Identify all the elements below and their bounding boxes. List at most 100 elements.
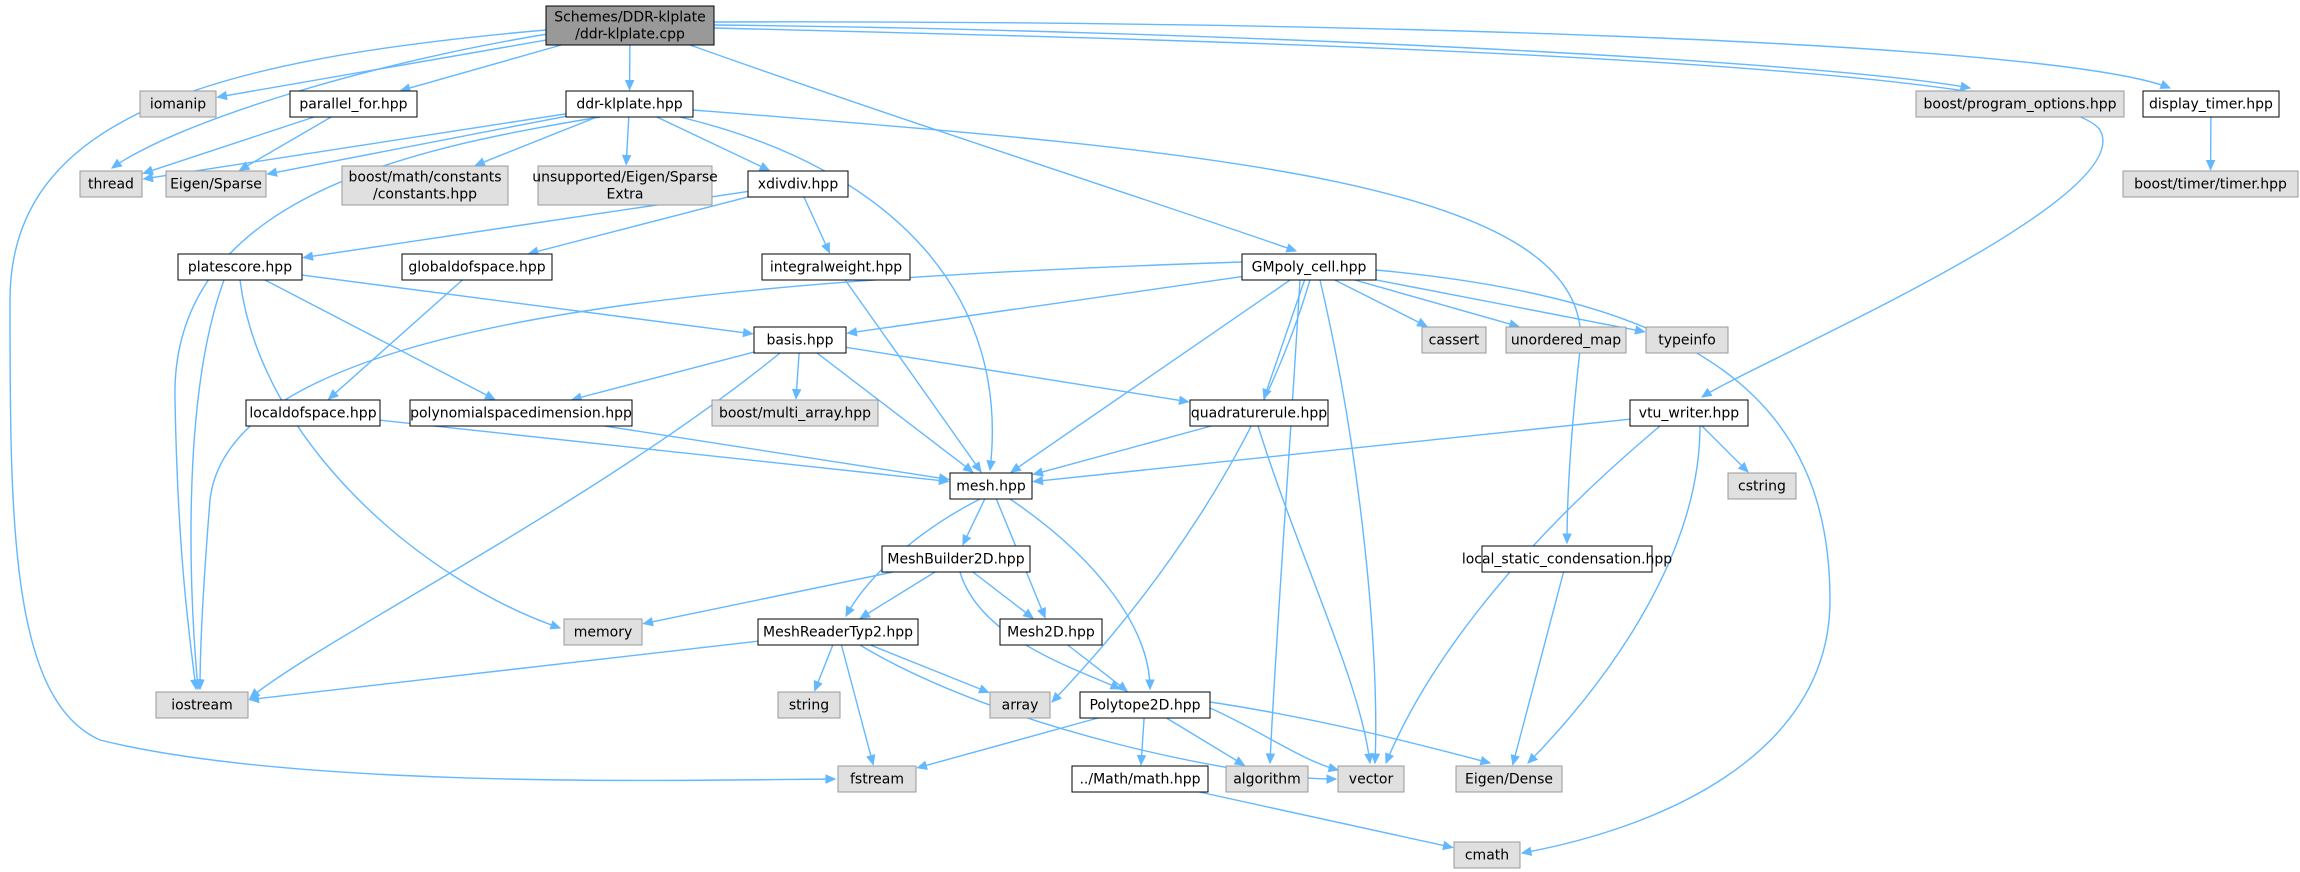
arrowhead-math-to-cmath [1442,840,1454,851]
arrowhead-vtu_writer-to-vector [1385,752,1395,765]
node-label-typeinfo: typeinfo [1658,333,1716,349]
node-box-unordered_map [1505,326,1627,354]
edge-math-to-cmath [1199,791,1453,849]
arrowhead-root-to-thread [110,158,123,169]
node-vtu_writer[interactable]: vtu_writer.hpp [1629,399,1749,427]
edge-root-to-display_timer [713,21,2171,89]
arrowhead-gmpoly-to-mesh [1010,462,1022,473]
node-box-iostream [155,691,249,719]
arrowhead-root-to-iomanip [216,90,228,101]
arrowhead-root-to-display_timer [2159,80,2172,89]
node-box-root [545,5,715,46]
node-label-memory: memory [574,625,633,641]
node-parallel_for[interactable]: parallel_for.hpp [289,90,418,118]
node-label-vector: vector [1349,772,1394,788]
arrowhead-mesh-to-polytope [1145,679,1155,691]
node-math[interactable]: ../Math/math.hpp [1071,765,1209,793]
node-label-gmpoly: GMpoly_cell.hpp [1252,260,1367,276]
arrowhead-quadrule-to-mesh [1032,467,1044,477]
arrowhead-polytope-to-algorithm [1233,756,1246,766]
node-box-platescore [177,253,303,281]
edge-ddr_klplate-to-eigen_sparse [267,115,567,175]
arrowhead-ddr_klplate-to-unsupported [621,154,632,166]
node-polytope[interactable]: Polytope2D.hpp [1079,691,1211,719]
node-mesh[interactable]: mesh.hpp [949,472,1033,500]
node-box-string [777,691,841,719]
node-layer: Schemes/DDR-klplate/ddr-klplate.cppioman… [79,5,2299,869]
node-local_static[interactable]: local_static_condensation.hpp [1462,545,1672,573]
node-root[interactable]: Schemes/DDR-klplate/ddr-klplate.cpp [545,5,715,46]
node-globaldofspace[interactable]: globaldofspace.hpp [401,253,553,281]
node-boost_multi: boost/multi_array.hpp [711,399,879,427]
arrowhead-globaldofspace-to-localdofspace [327,389,339,400]
node-quadrule[interactable]: quadraturerule.hpp [1189,399,1329,427]
node-box-quadrule [1189,399,1329,427]
node-label-math: ../Math/math.hpp [1079,772,1200,788]
arrowhead-platescore-to-polyspacedim [484,390,496,400]
node-label-cassert: cassert [1429,333,1480,349]
node-ddr_klplate[interactable]: ddr-klplate.hpp [565,90,694,118]
arrowhead-ddr_klplate-to-local_static [1562,533,1572,545]
arrowhead-ddr_klplate-to-mesh [986,460,996,472]
arrowhead-gmpoly-to-typeinfo [1634,325,1646,335]
node-xdivdiv[interactable]: xdivdiv.hpp [747,170,849,198]
edge-basis-to-mesh [816,352,974,473]
edge-meshreader-to-fstream [840,644,874,765]
node-box-boost_math [341,165,509,206]
arrowhead-xdivdiv-to-integralweight [821,242,830,254]
node-fstream: fstream [837,765,917,793]
node-integralweight[interactable]: integralweight.hpp [761,253,911,281]
arrowhead-ddr_klplate-to-xdivdiv [758,161,771,171]
arrowhead-quadrule-to-vector [1364,752,1374,765]
node-box-unsupported [537,165,713,206]
edge-root-to-vtu_writer [713,27,2104,398]
node-basis[interactable]: basis.hpp [753,326,847,354]
node-label-localdofspace: localdofspace.hpp [249,406,376,422]
node-box-parallel_for [289,90,418,118]
node-box-mesh [949,472,1033,500]
node-platescore[interactable]: platescore.hpp [177,253,303,281]
node-display_timer[interactable]: display_timer.hpp [2142,90,2280,118]
node-box-polyspacedim [409,399,633,427]
edge-vtu_writer-to-cstring [1701,425,1749,473]
arrowhead-polytope-to-vector [1327,762,1340,773]
arrowhead-vtu_writer-to-eigen_dense [1527,752,1539,764]
node-label-local_static: local_static_condensation.hpp [1462,552,1672,568]
edge-gmpoly-to-array [1051,279,1311,703]
arrowhead-meshreader-to-string [813,680,823,692]
node-label-fstream: fstream [850,772,904,788]
node-label-integralweight: integralweight.hpp [770,260,902,276]
node-label-cmath: cmath [1465,848,1509,864]
arrowhead-polytope-to-math [1136,754,1147,766]
node-box-basis [753,326,847,354]
edge-root-to-gmpoly [689,44,1297,252]
node-box-iomanip [139,90,217,118]
node-label-thread: thread [88,177,134,193]
node-localdofspace[interactable]: localdofspace.hpp [245,399,381,427]
edge-parallel_for-to-thread [143,116,315,174]
edge-layer [9,21,2216,857]
edge-polytope-to-fstream [917,717,1099,769]
node-label-polytope: Polytope2D.hpp [1089,698,1200,714]
node-mesh2d[interactable]: Mesh2D.hpp [999,618,1103,646]
node-box-cmath [1453,841,1521,869]
arrowhead-integralweight-to-mesh [971,461,982,473]
edge-gmpoly-to-vector [1319,279,1377,764]
node-meshbuilder[interactable]: MeshBuilder2D.hpp [881,545,1031,573]
arrowhead-root-to-vtu_writer [1700,387,1713,398]
node-label-root-line-1: Schemes/DDR-klplate [554,10,706,26]
arrowhead-platescore-to-basis [742,327,754,338]
node-iostream: iostream [155,691,249,719]
edge-ddr_klplate-to-local_static [692,109,1582,544]
node-polyspacedim[interactable]: polynomialspacedimension.hpp [409,399,633,427]
arrowhead-parallel_for-to-eigen_sparse [238,161,251,171]
arrowhead-ddr_klplate-to-eigen_sparse [266,167,278,177]
arrowhead-meshbuilder-to-memory [642,617,654,627]
node-gmpoly[interactable]: GMpoly_cell.hpp [1241,253,1377,281]
edge-quadrule-to-vector [1257,425,1371,764]
node-meshreader[interactable]: MeshReaderTyp2.hpp [757,618,919,646]
node-cmath: cmath [1453,841,1521,869]
node-box-memory [563,618,643,646]
arrowhead-meshreader-to-array [978,684,990,694]
